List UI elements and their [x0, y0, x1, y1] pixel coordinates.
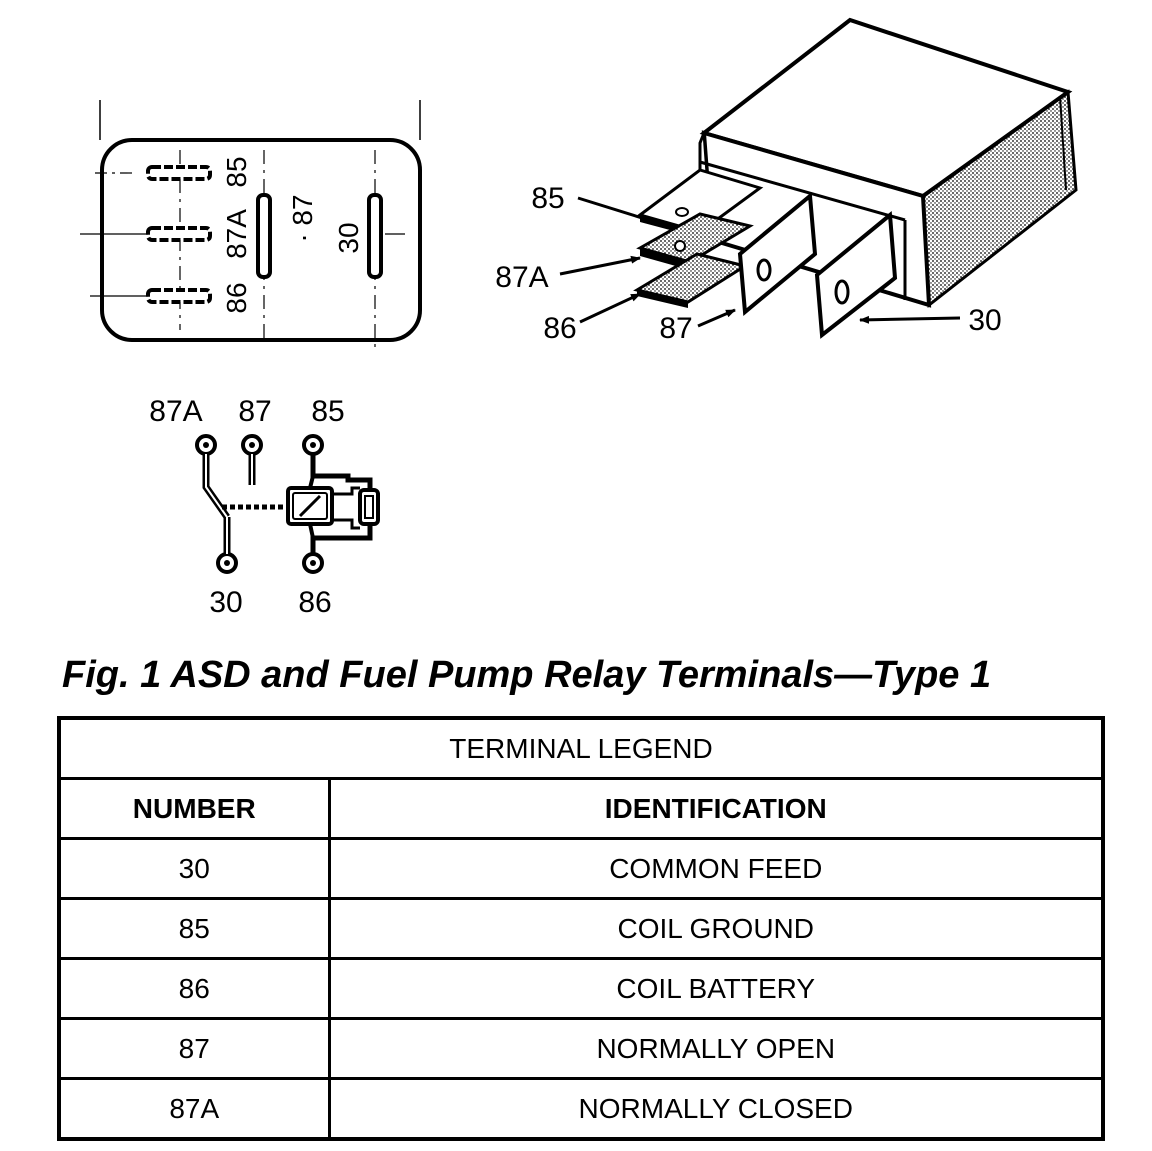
cell-number: 86 [57, 957, 331, 1020]
table-row: 85 COIL GROUND [57, 897, 1105, 960]
header-number: NUMBER [57, 777, 331, 840]
socket-label-86: 86 [221, 282, 252, 313]
schematic-label-86: 86 [298, 586, 331, 619]
legend-title-row: TERMINAL LEGEND [57, 716, 1105, 780]
relay-edge [1059, 95, 1067, 191]
schematic-label-30: 30 [209, 586, 242, 619]
schematic-suppressor [358, 488, 380, 526]
leader-arrow-87 [697, 308, 736, 328]
socket-label-30: 30 [333, 222, 364, 253]
figure-caption: Fig. 1 ASD and Fuel Pump Relay Terminals… [62, 654, 992, 696]
relay-label-85: 85 [531, 182, 564, 215]
schematic-label-87a: 87A [149, 395, 202, 428]
relay-3d-view: 85 87A 86 87 30 [495, 17, 1078, 345]
leader-arrow-30 [859, 315, 961, 324]
socket-view: 85 87A 86 87 · 30 [80, 100, 422, 350]
terminal-slot-87 [256, 193, 272, 279]
socket-label-87a: 87A [221, 209, 252, 259]
cell-number: 85 [57, 897, 331, 960]
table-row: 86 COIL BATTERY [57, 957, 1105, 1020]
leader-arrow-85 [577, 196, 656, 224]
table-row: 87A NORMALLY CLOSED [57, 1077, 1105, 1141]
schematic-wire-85 [310, 454, 373, 492]
relay-label-86: 86 [543, 312, 576, 345]
relay-label-30: 30 [968, 304, 1001, 337]
terminal-legend-table: TERMINAL LEGEND NUMBER IDENTIFICATION 30… [57, 716, 1105, 1141]
relay-blade-85-hole [675, 207, 689, 217]
cell-number: 87 [57, 1017, 331, 1080]
relay-figure: 85 87A 86 87 · 30 [80, 17, 1078, 619]
relay-label-87: 87 [659, 312, 692, 345]
table-row: 30 COMMON FEED [57, 837, 1105, 900]
relay-blade-86-edge [637, 290, 688, 308]
relay-label-87a: 87A [495, 261, 548, 294]
cell-identification: COIL BATTERY [327, 957, 1105, 1020]
terminal-slot-85 [146, 165, 212, 181]
header-identification: IDENTIFICATION [327, 777, 1105, 840]
cell-number: 87A [57, 1077, 331, 1141]
socket-label-85: 85 [221, 156, 252, 187]
relay-blade-30-hole [834, 279, 850, 305]
relay-edge [699, 160, 906, 222]
schematic-labels: 87A 87 85 30 86 [149, 395, 344, 619]
relay-blade-87a-hole [674, 240, 686, 252]
relay-blade-87 [737, 192, 818, 316]
cell-identification: COIL GROUND [327, 897, 1105, 960]
terminal-slot-30 [367, 193, 383, 279]
schematic-label-87: 87 [238, 395, 271, 428]
leader-arrow-86 [579, 292, 641, 324]
socket-outline [100, 138, 422, 342]
relay-blade-87-hole [756, 258, 772, 282]
cell-number: 30 [57, 837, 331, 900]
relay-blade-30 [814, 211, 898, 339]
relay-schematic [195, 434, 380, 574]
cell-identification: COMMON FEED [327, 837, 1105, 900]
cell-identification: NORMALLY CLOSED [327, 1077, 1105, 1141]
terminal-slot-86 [146, 288, 212, 304]
socket-label-87: 87 [287, 194, 318, 225]
legend-title: TERMINAL LEGEND [57, 716, 1105, 780]
leader-arrow-87a [559, 255, 641, 276]
schematic-label-85: 85 [311, 395, 344, 428]
table-row: 87 NORMALLY OPEN [57, 1017, 1105, 1080]
cell-identification: NORMALLY OPEN [327, 1017, 1105, 1080]
terminal-slot-87a [146, 226, 212, 242]
schematic-wire-86 [310, 524, 373, 554]
socket-label-dot: · [287, 233, 318, 242]
legend-header-row: NUMBER IDENTIFICATION [57, 777, 1105, 840]
